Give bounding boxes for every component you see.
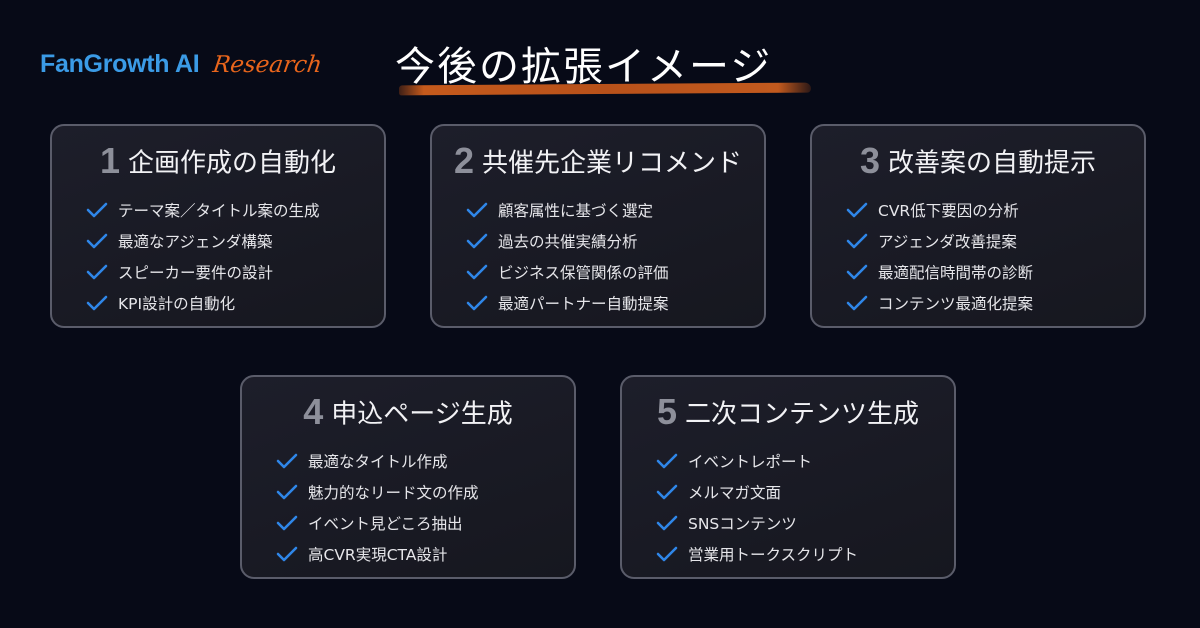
checkmark-icon [86,233,108,248]
checkmark-icon [846,202,868,217]
checkmark-icon [466,233,488,248]
page-title-block: 今後の拡張イメージ [395,34,812,96]
list-item: 最適なアジェンダ構築 [86,225,384,256]
list-item: アジェンダ改善提案 [846,225,1144,256]
feature-list: テーマ案／タイトル案の生成 最適なアジェンダ構築 スピーカー要件の設計 KPI設… [86,194,384,318]
list-item: 最適配信時間帯の診断 [846,256,1144,287]
checkmark-icon [466,264,488,279]
card-number: 5 [656,391,677,432]
logo-wordmark: FanGrowth AI [40,50,200,78]
feature-list: 顧客属性に基づく選定 過去の共催実績分析 ビジネス保管関係の評価 最適パートナー… [466,194,764,318]
card-header: 1 企画作成の自動化 [52,140,384,182]
feature-list: 最適なタイトル作成 魅力的なリード文の作成 イベント見どころ抽出 高CVR実現C… [276,445,574,569]
feature-card-3: 3 改善案の自動提示 CVR低下要因の分析 アジェンダ改善提案 最適配信時間帯の診… [810,124,1146,328]
list-item: 高CVR実現CTA設計 [276,538,574,569]
card-number: 2 [453,140,474,181]
list-item: イベントレポート [656,445,954,476]
checkmark-icon [656,515,678,530]
feature-card-2: 2 共催先企業リコメンド 顧客属性に基づく選定 過去の共催実績分析 ビジネス保管関… [430,124,766,328]
checkmark-icon [276,515,298,530]
list-item: 最適なタイトル作成 [276,445,574,476]
list-item: メルマガ文面 [656,476,954,507]
card-title: 共催先企業リコメンド [482,148,743,179]
card-number: 3 [859,140,880,181]
list-item: スピーカー要件の設計 [86,256,384,287]
checkmark-icon [846,295,868,310]
checkmark-icon [846,264,868,279]
card-header: 5 二次コンテンツ生成 [622,391,954,433]
card-title: 企画作成の自動化 [128,148,337,179]
feature-card-5: 5 二次コンテンツ生成 イベントレポート メルマガ文面 SNSコンテンツ 営業用ト… [620,375,956,579]
card-header: 2 共催先企業リコメンド [432,140,764,182]
list-item: テーマ案／タイトル案の生成 [86,194,384,225]
checkmark-icon [86,295,108,310]
card-number: 1 [99,140,120,181]
list-item: コンテンツ最適化提案 [846,287,1144,318]
list-item: KPI設計の自動化 [86,287,384,318]
list-item: 過去の共催実績分析 [466,225,764,256]
checkmark-icon [86,264,108,279]
list-item: 最適パートナー自動提案 [466,287,764,318]
feature-card-1: 1 企画作成の自動化 テーマ案／タイトル案の生成 最適なアジェンダ構築 スピーカー… [50,124,386,328]
checkmark-icon [276,484,298,499]
checkmark-icon [846,233,868,248]
logo-research-script: Research [211,52,324,78]
list-item: 顧客属性に基づく選定 [466,194,764,225]
list-item: 営業用トークスクリプト [656,538,954,569]
list-item: SNSコンテンツ [656,507,954,538]
checkmark-icon [276,546,298,561]
list-item: 魅力的なリード文の作成 [276,476,574,507]
feature-list: CVR低下要因の分析 アジェンダ改善提案 最適配信時間帯の診断 コンテンツ最適化… [846,194,1144,318]
card-title: 改善案の自動提示 [888,148,1097,179]
page-title: 今後の拡張イメージ [395,44,773,90]
list-item: ビジネス保管関係の評価 [466,256,764,287]
checkmark-icon [656,546,678,561]
checkmark-icon [276,453,298,468]
list-item: CVR低下要因の分析 [846,194,1144,225]
brand-logo: FanGrowth AI Research [40,50,324,79]
checkmark-icon [466,295,488,310]
checkmark-icon [466,202,488,217]
feature-list: イベントレポート メルマガ文面 SNSコンテンツ 営業用トークスクリプト [656,445,954,569]
checkmark-icon [656,484,678,499]
card-title: 申込ページ生成 [331,399,513,430]
checkmark-icon [656,453,678,468]
card-header: 3 改善案の自動提示 [812,140,1144,182]
card-title: 二次コンテンツ生成 [685,399,920,430]
list-item: イベント見どころ抽出 [276,507,574,538]
card-number: 4 [303,391,324,432]
checkmark-icon [86,202,108,217]
